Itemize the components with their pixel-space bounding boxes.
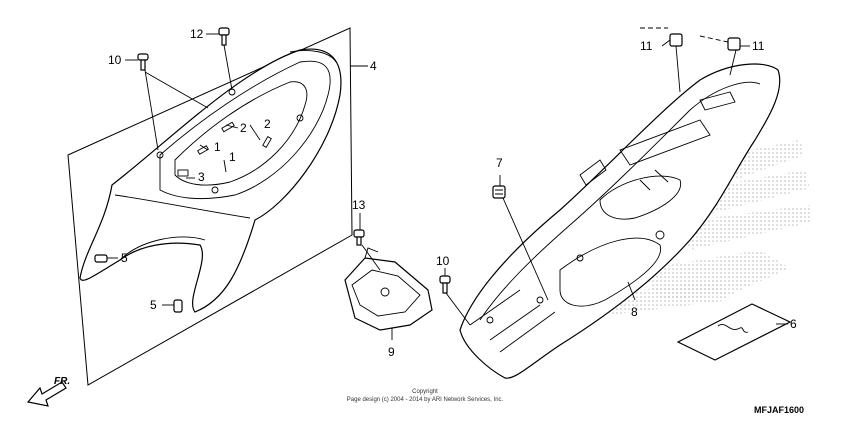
callout-8: 8 [631, 305, 638, 319]
callout-2-right: 2 [264, 117, 271, 131]
label-plate-6 [676, 303, 792, 361]
copyright-line-2: Page design (c) 2004 - 2014 by ARI Netwo… [347, 397, 504, 403]
front-arrow-icon [26, 381, 67, 407]
callout-4: 4 [370, 59, 377, 73]
bolt-10-right [439, 275, 451, 294]
clip-5-lower [173, 299, 183, 313]
callout-5-lower: 5 [150, 298, 157, 312]
callout-10-left: 10 [108, 53, 122, 67]
clip-5-upper [94, 254, 108, 263]
callout-6: 6 [790, 317, 797, 331]
callout-labels: 10 12 4 2 2 1 1 3 5 5 7 13 10 9 8 6 11 1… [108, 27, 797, 359]
bolt-10-left [137, 53, 149, 71]
nut-11-right [727, 37, 741, 51]
callout-5-upper: 5 [121, 251, 128, 265]
callout-11-left: 11 [640, 39, 653, 53]
callout-2-left: 2 [240, 121, 247, 135]
bolt-12 [218, 27, 230, 46]
callout-13: 13 [352, 198, 366, 212]
callout-11-right: 11 [752, 39, 765, 53]
callout-12: 12 [190, 27, 204, 41]
bolt-13 [353, 229, 365, 246]
cushion-7 [492, 185, 506, 199]
copyright-line-1: Copyright [412, 389, 438, 395]
bracket-9 [344, 247, 433, 331]
rear-seat-cowl [79, 48, 342, 313]
callout-10-right: 10 [436, 254, 450, 268]
leader-lines [107, 27, 788, 340]
front-label: FR. [54, 376, 70, 387]
callout-1-upper: 1 [214, 140, 221, 154]
callout-7: 7 [496, 156, 503, 170]
diagram-code: MFJAF1600 [754, 405, 804, 415]
callout-9: 9 [388, 345, 395, 359]
front-direction-indicator: FR. [26, 376, 70, 407]
rear-fender-8 [459, 63, 781, 379]
nut-11-left [669, 33, 683, 47]
assembly-outline [67, 27, 353, 386]
callout-3: 3 [198, 170, 205, 184]
callout-1-lower: 1 [229, 150, 236, 164]
